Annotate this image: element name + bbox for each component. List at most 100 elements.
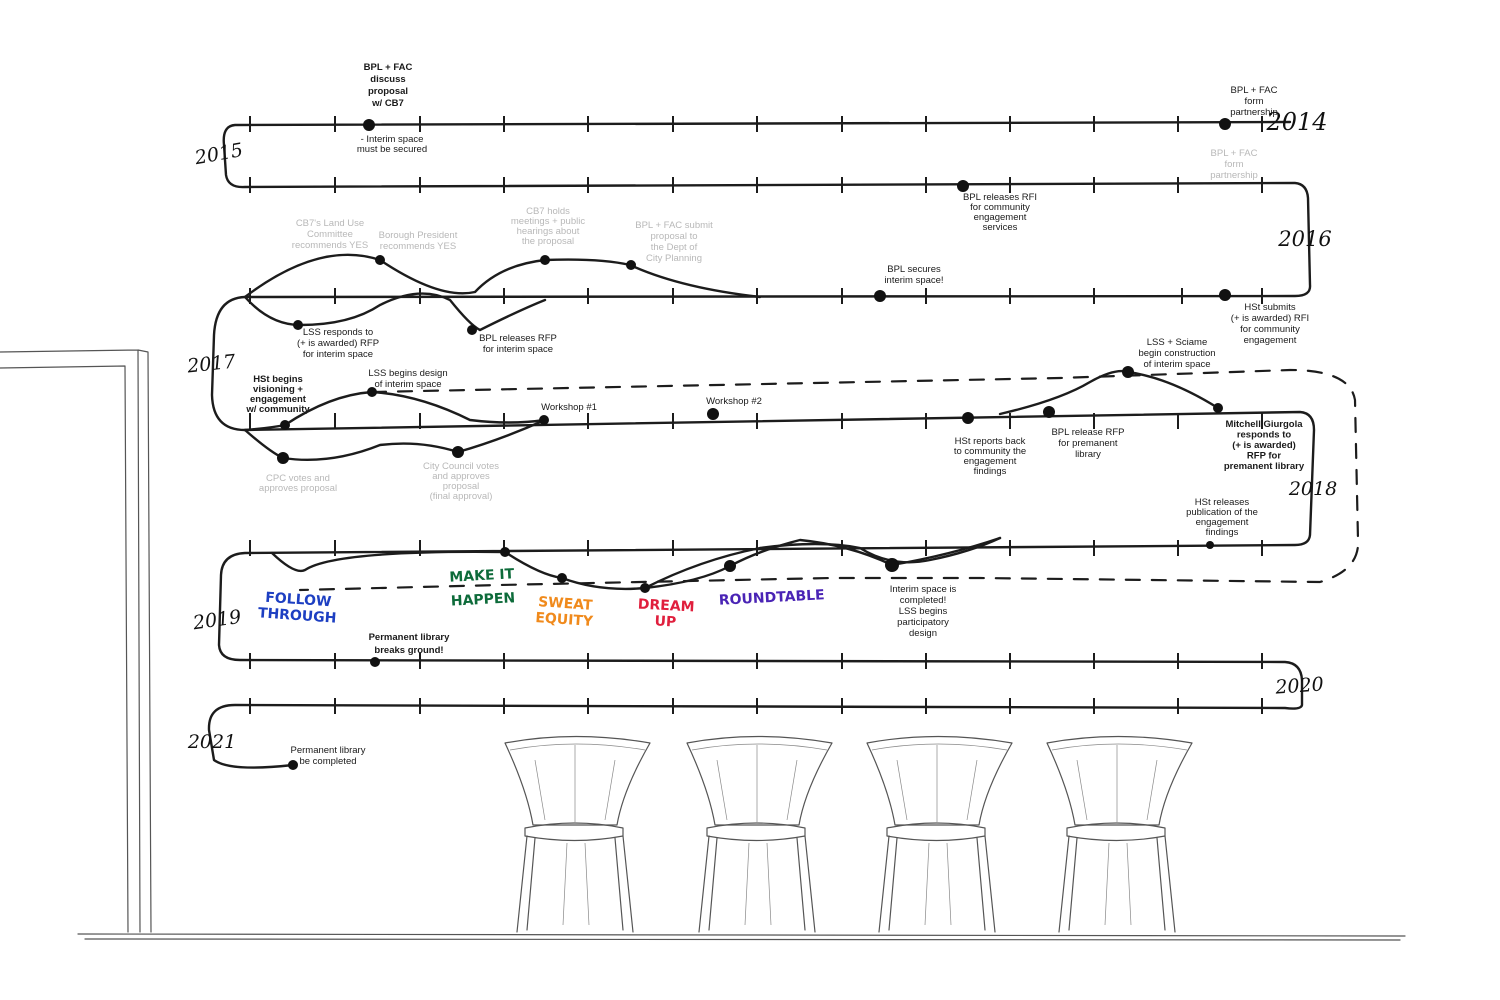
chair-stroke [796, 835, 816, 933]
milestone-dot [500, 547, 510, 557]
value-word-dream-up: DREAMUP [637, 597, 695, 632]
chair [866, 735, 1013, 933]
milestone-label-line: for interim space [303, 349, 373, 360]
milestone-label-line: library [1075, 449, 1101, 460]
milestone-label-workshop1: Workshop #1 [541, 402, 597, 413]
value-word-line: THROUGH [257, 605, 336, 626]
chair-stroke [1058, 835, 1078, 933]
milestone-dot [626, 260, 636, 270]
chair-stroke [1046, 735, 1193, 826]
milestone-dot [1219, 118, 1231, 130]
year-label-2019: 2019 [191, 606, 243, 635]
chair-stroke [976, 835, 996, 933]
chair-stroke [744, 842, 772, 926]
milestone-label-line: breaks ground! [374, 645, 443, 656]
chair-stroke [1104, 842, 1132, 926]
milestone-label-line: findings [1206, 527, 1239, 538]
milestone-label-line: LSS + Sciame [1147, 337, 1207, 348]
milestone-label-line: recommends YES [380, 241, 456, 252]
milestone-label-line: design [909, 628, 937, 639]
door-frame [0, 349, 152, 933]
value-word-line: FOLLOW [265, 590, 332, 611]
milestone-label-line: (+ is awarded) [1232, 440, 1296, 451]
milestone-label-line: proposal [368, 86, 408, 97]
year-label-2021: 2021 [187, 731, 236, 753]
milestone-label-line: for community [1240, 324, 1300, 335]
chair [1046, 735, 1193, 933]
milestone-label-line: CPC votes and [266, 473, 330, 484]
chair-stroke [686, 735, 833, 826]
milestone-label-line: findings [974, 466, 1007, 477]
milestone-label-line: visioning + [253, 384, 303, 395]
chair-stroke [504, 735, 651, 826]
milestone-label-line: Permanent library [369, 632, 450, 643]
milestone-label-line: BPL + FAC submit [635, 220, 713, 231]
milestone-label-line: CB7 holds [526, 206, 570, 217]
milestone-label-line: HSt releases [1195, 497, 1250, 508]
milestone-label-line: the Dept of [651, 242, 698, 253]
milestone-label-workshop2: Workshop #2 [706, 396, 762, 407]
milestone-dots [277, 118, 1231, 770]
chair [504, 735, 651, 933]
milestone-label-line: engagement [974, 212, 1027, 223]
milestone-label-line: Permanent library [291, 745, 366, 756]
milestone-dot [539, 415, 549, 425]
milestone-label-line: for community [970, 202, 1030, 213]
floor-line [77, 933, 1406, 941]
milestone-label-line: partnership [1210, 170, 1258, 181]
milestone-dot [1213, 403, 1223, 413]
milestone-dot [367, 387, 377, 397]
milestone-label-line: LSS begins design [368, 368, 447, 379]
milestone-label-line: Committee [307, 229, 353, 240]
milestone-dot [724, 560, 736, 572]
timeline-branch [643, 536, 1002, 590]
timeline-ticks [249, 116, 1263, 714]
chair-stroke [886, 822, 986, 842]
milestone-label-line: form [1225, 159, 1244, 170]
milestone-label-line: interim space! [884, 275, 943, 286]
year-label-2018: 2018 [1288, 478, 1337, 500]
year-label-2016: 2016 [1277, 227, 1331, 251]
milestone-label-line: City Council votes [423, 461, 499, 472]
milestone-label-line: form [1245, 96, 1264, 107]
milestone-label-line: services [983, 222, 1018, 233]
milestone-label-line: BPL releases RFP [479, 333, 557, 344]
chair-stroke [534, 745, 616, 822]
chairs [504, 735, 1193, 933]
milestone-label-line: engagement [1244, 335, 1297, 346]
milestone-label-line: engagement [964, 456, 1017, 467]
milestone-label-line: participatory [897, 617, 949, 628]
chair-stroke [524, 822, 624, 842]
milestone-label-line: BPL + FAC [364, 62, 413, 73]
chair [686, 735, 833, 933]
milestone-dot [280, 420, 290, 430]
milestone-label-line: proposal to [650, 231, 697, 242]
milestone-dot [363, 119, 375, 131]
milestone-label-line: BPL release RFP [1051, 427, 1124, 438]
milestone-dot [1219, 289, 1231, 301]
milestone-label-line: for interim space [483, 344, 553, 355]
milestone-label-line: Workshop #1 [541, 402, 597, 413]
milestone-dot [293, 320, 303, 330]
milestone-label-line: responds to [1237, 430, 1292, 441]
chair-stroke [716, 745, 798, 822]
value-word-make-it-happen: MAKE ITHAPPEN [449, 566, 516, 609]
milestone-dot [962, 412, 974, 424]
milestone-label-line: of interim space [1143, 359, 1210, 370]
milestone-label-line: publication of the [1186, 507, 1258, 518]
value-word-line: SWEAT [538, 594, 594, 614]
